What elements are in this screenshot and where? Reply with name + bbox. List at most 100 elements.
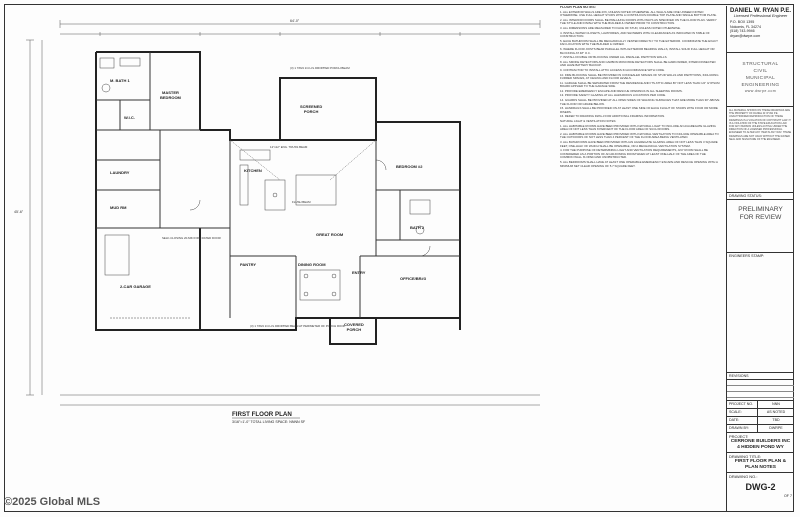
meta-row: PROJECT NO. NNN	[727, 401, 794, 409]
note-paragraph: 8. ALL SMOKE DETECTORS AND CARBON MONOXI…	[560, 59, 716, 68]
notes-heading: FLOOR PLAN NOTES:	[560, 6, 596, 9]
addr-line-2: Nokomis, FL 34274	[730, 24, 762, 29]
note-paragraph: 1. ALL EXTERIOR WALLS ARE 2X6, UNLESS NO…	[560, 9, 717, 18]
firm-name: DANIEL W. RYAN P.E.	[729, 8, 792, 14]
room-wic: W.I.C.	[124, 115, 135, 120]
note-paragraph: 1. ALL HABITABLE ROOMS HAVE BEEN PROVIDE…	[560, 123, 716, 132]
note-paragraph: 13. PROVIDE SAFETY GLAZING AT ALL HAZARD…	[560, 93, 667, 98]
note-paragraph: 3. ALL BATHROOMS HAVE BEEN PROVIDED WITH…	[560, 140, 718, 148]
plan-note-porch-beam: (3) 1 7/8x9 1/4 LVL DROPPED PORCH BEAM	[290, 66, 350, 70]
note-paragraph: 7. INSTALL DOUBLE OR BLOCKING UNDER ALL …	[560, 55, 668, 60]
room-bedroom-2: BEDROOM #2	[396, 164, 423, 169]
note-paragraph: 6. WHERE FLOOR JOISTS BEAR PARALLEL WITH…	[560, 46, 715, 55]
note-paragraph: 4. INSTALL WATER CLOSETS, LAVATORIES, AN…	[560, 30, 710, 39]
title-block: DANIEL W. RYAN P.E. Licensed Professiona…	[726, 6, 794, 512]
room-dining: DINING ROOM	[298, 262, 326, 267]
plan-note-fire-door: SELF-CLOSING 20-MIN FIRE RATED DOOR	[162, 236, 221, 240]
status-line-2: FOR REVIEW	[739, 214, 782, 221]
note-paragraph: 4. FOR THE PURPOSE OF DETERMINING LIGHT …	[560, 148, 708, 160]
meta-key: DATE:	[727, 417, 758, 424]
note-paragraph: 2. ALL INTERIOR DOORS SHALL BE PRE-HUNG …	[560, 17, 717, 26]
firm-header: DANIEL W. RYAN P.E. Licensed Professiona…	[727, 6, 794, 53]
firm-logo: STRUCTURAL CIVIL MUNICIPAL ENGINEERING w…	[727, 53, 794, 107]
note-paragraph: 10. FIRE BLOCKING SHALL BE PROVIDED IN C…	[560, 72, 719, 81]
overall-width-dim: 64'-0"	[290, 19, 300, 23]
meta-key: PROJECT NO.	[727, 401, 758, 408]
plan-note-truss-beam: 12"x12" ENG. TRUSS BEAM	[270, 145, 308, 149]
room-office: OFFICE/BR#3	[400, 276, 427, 281]
plan-note-perimeter-beam: (3) 1 7/8x9 1/4 LVL DROPPED BEAM AT PERI…	[250, 324, 346, 328]
room-master-bath: M. BATH 1	[110, 78, 130, 83]
room-great-room: GREAT ROOM	[316, 232, 344, 237]
revision-row	[727, 386, 794, 392]
drawing-number: DWG-2	[745, 482, 776, 492]
meta-row: DATE: TBD	[727, 417, 794, 425]
room-laundry: LAUNDRY	[110, 170, 130, 175]
room-bath-2: BATH 2	[410, 225, 425, 230]
revision-row	[727, 380, 794, 386]
meta-value: DWRPE	[769, 426, 783, 430]
logo-website: www.dwrpe.com	[744, 89, 777, 93]
drawing-number-box: DRAWING NO.: DWG-2 OF 7	[727, 473, 794, 499]
revisions-table: REVISIONS	[727, 373, 794, 401]
note-paragraph: 5. ALL BEDROOMS SHALL HAVE AT LEAST ONE …	[560, 159, 718, 168]
addr-phone: (518) 743-9946	[730, 29, 755, 33]
stamp-label: ENGINEERS STAMP:	[729, 254, 765, 258]
revisions-label: REVISIONS	[727, 373, 794, 380]
drawing-title-line-2: PLAN NOTES	[745, 465, 776, 470]
logo-line-1: STRUCTURAL	[742, 62, 779, 67]
project-name: CERRONE BUILDERS INC	[730, 439, 791, 444]
firm-address: P.O. BOX 1395 Nokomis, FL 34274 (518) 74…	[727, 20, 794, 38]
drawing-number-label: DRAWING NO.:	[729, 474, 758, 479]
note-paragraph: 2. ALL HABITABLE ROOMS HAVE BEEN PROVIDE…	[560, 131, 719, 140]
note-paragraph: 15. HANDRAILS SHALL BE PROVIDED ON AT LE…	[560, 106, 718, 114]
note-paragraph: 5. EACH BATHROOM SHALL BE MECHANICALLY V…	[560, 38, 718, 47]
room-mud-room: MUD RM	[110, 205, 127, 210]
drawing-status-label: DRAWING STATUS:	[727, 193, 794, 200]
meta-value: TBD	[772, 418, 780, 422]
meta-key: DRAWN BY:	[727, 425, 758, 432]
legal-notice: ALL MATERIAL SHOWN ON THESE DRAWINGS ARE…	[727, 107, 794, 193]
meta-row: DRAWN BY: DWRPE	[727, 425, 794, 433]
note-paragraph: 11. GARAGE SHALL BE SEPARATED FROM THE R…	[560, 80, 720, 89]
plan-scale: 3/16"=1'-0" TOTAL LIVING SPACE: NNNN SF	[232, 420, 306, 424]
note-paragraph: 14. GUARDS SHALL BE PROVIDED AT ALL OPEN…	[560, 98, 720, 106]
project-address: 4 HIDDEN POND WY	[737, 445, 784, 450]
firm-subtitle: Licensed Professional Engineer	[733, 14, 788, 18]
project-label: PROJECT:	[729, 434, 749, 439]
room-pantry: PANTRY	[240, 262, 256, 267]
overall-depth-dim: 45'-6"	[14, 210, 24, 214]
project-box: PROJECT: CERRONE BUILDERS INC 4 HIDDEN P…	[727, 433, 794, 453]
plan-notes-column: FLOOR PLAN NOTES: 1. ALL EXTERIOR WALLS …	[560, 6, 720, 476]
meta-row: SCALE:AS NOTED	[727, 409, 794, 417]
drawing-title-box: DRAWING TITLE: FIRST FLOOR PLAN & PLAN N…	[727, 453, 794, 473]
drawing-title-label: DRAWING TITLE:	[729, 454, 762, 459]
note-paragraph: 16. REFER TO DRAWING DWG-3 FOR ADDITIONA…	[560, 114, 665, 119]
engineer-stamp-area: ENGINEERS STAMP:	[727, 253, 794, 373]
mls-watermark: ©2025 Global MLS	[4, 496, 101, 508]
note-paragraph: 9. CONTRACTOR TO INSTALL ATTIC ACCESS IN…	[560, 67, 665, 72]
status-line-1: PRELIMINARY	[738, 206, 783, 213]
room-garage: 2-CAR GARAGE	[120, 284, 151, 289]
plan-note-flush-beam: FLUSH BEAM	[292, 200, 311, 204]
meta-key: SCALE:	[727, 409, 758, 416]
drawing-title-line-1: FIRST FLOOR PLAN &	[734, 459, 787, 464]
logo-line-3: MUNICIPAL	[745, 76, 776, 81]
drawing-status: DRAWING STATUS: PRELIMINARY FOR REVIEW	[727, 193, 794, 253]
logo-line-4: ENGINEERING	[741, 83, 780, 88]
addr-email: dryan@dwrpe.com	[730, 33, 761, 38]
note-paragraph: NATURAL LIGHT & VENTILATION NOTES:	[560, 119, 617, 124]
addr-line-1: P.O. BOX 1395	[730, 20, 755, 24]
room-kitchen: KITCHEN	[244, 168, 262, 173]
notes-paragraphs: 1. ALL EXTERIOR WALLS ARE 2X6, UNLESS NO…	[560, 9, 720, 169]
plan-title: FIRST FLOOR PLAN	[232, 411, 292, 418]
meta-value: NNN	[772, 402, 780, 406]
revision-row	[727, 392, 794, 398]
note-paragraph: 3. ALL DIMENSIONS ARE MEASURED TO FACE O…	[560, 25, 681, 30]
